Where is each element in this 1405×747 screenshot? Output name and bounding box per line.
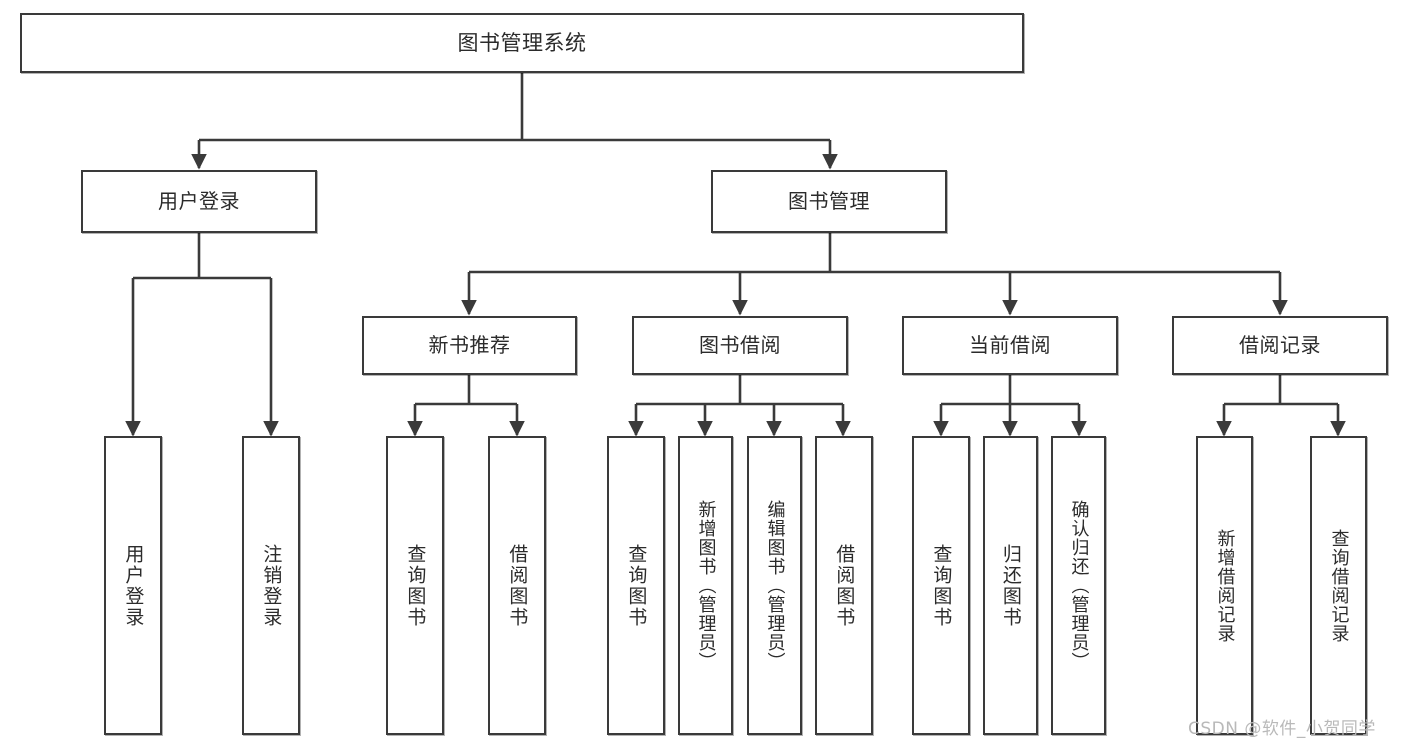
node-label: 归还图书 <box>999 543 1022 628</box>
node-leaf-borrow-book-recommend[interactable]: 借阅图书 <box>488 436 546 735</box>
node-label: 图书管理系统 <box>457 30 587 55</box>
node-label: 图书管理 <box>788 188 870 213</box>
node-label: 用户登录 <box>158 188 240 213</box>
node-leaf-return-book[interactable]: 归还图书 <box>983 436 1038 735</box>
node-label: 借阅图书 <box>506 543 529 628</box>
node-book-borrow[interactable]: 图书借阅 <box>632 316 848 375</box>
node-user-login[interactable]: 用户登录 <box>81 170 317 233</box>
node-leaf-query-borrow-record[interactable]: 查询借阅记录 <box>1310 436 1367 735</box>
node-current-borrow[interactable]: 当前借阅 <box>902 316 1118 375</box>
node-label: 注销登录 <box>260 543 283 628</box>
node-label: 新增借阅记录 <box>1214 528 1236 643</box>
node-leaf-query-book-current[interactable]: 查询图书 <box>912 436 970 735</box>
node-label: 编辑图书（管理员） <box>764 500 786 671</box>
node-label: 查询图书 <box>625 543 648 628</box>
node-root-book-management-system[interactable]: 图书管理系统 <box>20 13 1024 73</box>
node-label: 查询借阅记录 <box>1328 528 1350 643</box>
node-label: 用户登录 <box>122 543 145 628</box>
node-label: 图书借阅 <box>699 332 781 357</box>
node-leaf-edit-book-admin[interactable]: 编辑图书（管理员） <box>747 436 802 735</box>
node-label: 新增图书（管理员） <box>695 500 717 671</box>
node-label: 借阅图书 <box>833 543 856 628</box>
node-leaf-add-borrow-record[interactable]: 新增借阅记录 <box>1196 436 1253 735</box>
node-leaf-borrow-book[interactable]: 借阅图书 <box>815 436 873 735</box>
node-leaf-query-book-recommend[interactable]: 查询图书 <box>386 436 444 735</box>
node-leaf-user-login[interactable]: 用户登录 <box>104 436 162 735</box>
node-label: 查询图书 <box>930 543 953 628</box>
node-leaf-add-book-admin[interactable]: 新增图书（管理员） <box>678 436 733 735</box>
node-label: 新书推荐 <box>428 332 511 357</box>
node-leaf-confirm-return-admin[interactable]: 确认归还（管理员） <box>1051 436 1106 735</box>
node-label: 确认归还（管理员） <box>1068 500 1090 671</box>
node-new-book-recommend[interactable]: 新书推荐 <box>362 316 577 375</box>
node-book-management[interactable]: 图书管理 <box>711 170 947 233</box>
watermark-text: CSDN @软件_小贺同学 <box>1188 719 1376 739</box>
node-label: 当前借阅 <box>969 332 1051 357</box>
node-label: 借阅记录 <box>1239 332 1321 357</box>
node-leaf-logout[interactable]: 注销登录 <box>242 436 300 735</box>
node-borrow-record[interactable]: 借阅记录 <box>1172 316 1388 375</box>
node-leaf-query-book-borrow[interactable]: 查询图书 <box>607 436 665 735</box>
node-label: 查询图书 <box>404 543 427 628</box>
